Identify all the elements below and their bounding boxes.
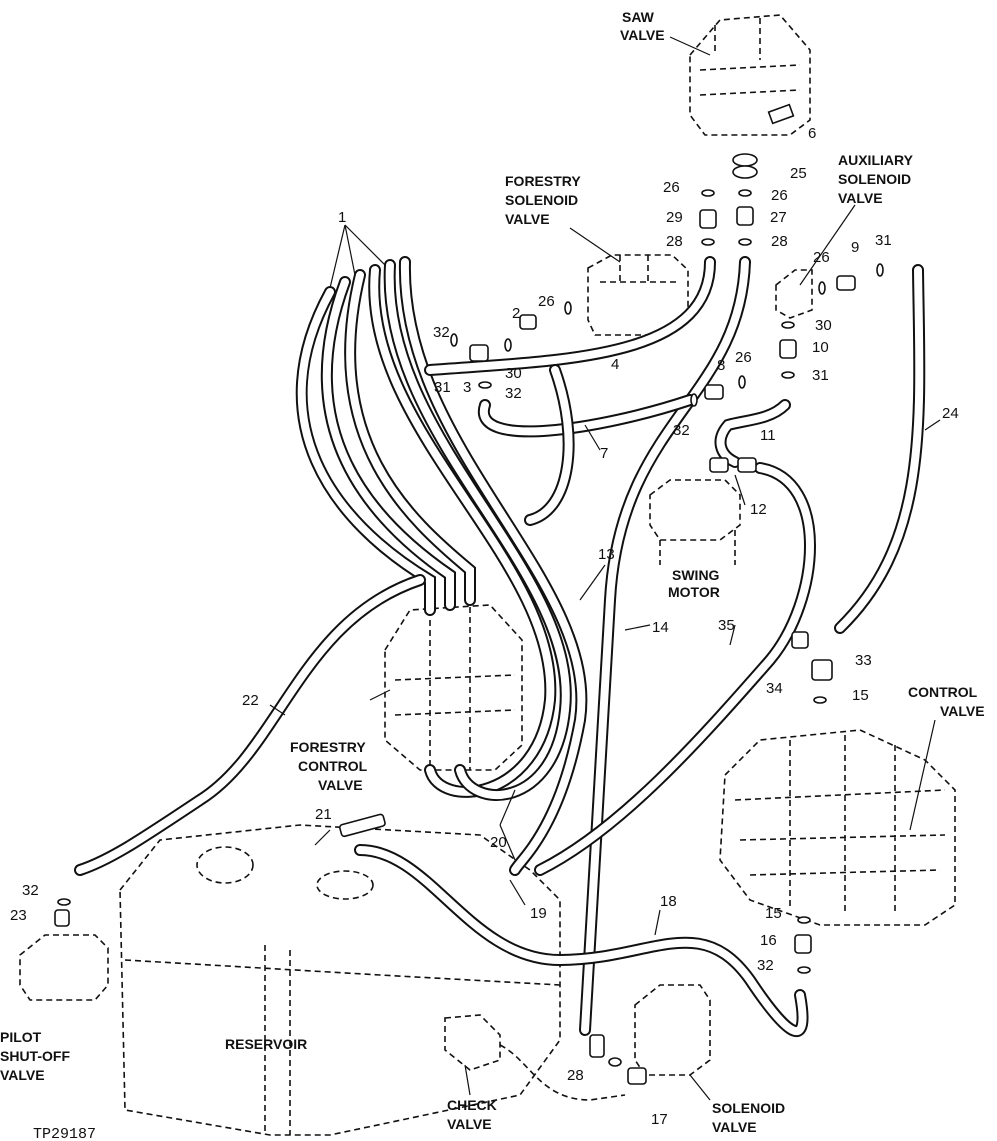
- pilot-shutoff-valve-body: [19, 934, 109, 1001]
- solenoid-valve-label: SOLENOID VALVE: [712, 1100, 789, 1135]
- leader-lines: [269, 36, 941, 1101]
- callout: 35: [718, 617, 735, 634]
- callout: 12: [750, 501, 767, 518]
- auxiliary-solenoid-valve-body: [775, 269, 813, 319]
- reservoir-label: RESERVOIR: [225, 1036, 307, 1052]
- auxiliary-solenoid-valve-label: AUXILIARY SOLENOID VALVE: [838, 152, 917, 206]
- callout: 19: [530, 905, 547, 922]
- callout: 32: [673, 422, 690, 439]
- forestry-control-valve-body: [384, 604, 523, 771]
- callout: 28: [567, 1067, 584, 1084]
- control-valve-body: [719, 729, 956, 926]
- hose-group: [74, 256, 926, 1037]
- callout: 4: [611, 356, 619, 373]
- callout: 23: [10, 907, 27, 924]
- check-valve-body: [444, 1014, 626, 1101]
- callout: 30: [505, 365, 522, 382]
- swing-motor-body: [649, 479, 741, 565]
- callout: 8: [717, 357, 725, 374]
- forestry-solenoid-valve-body: [587, 254, 689, 336]
- callout: 6: [808, 125, 816, 142]
- fittings: [54, 153, 884, 1085]
- callout: 17: [651, 1111, 668, 1128]
- callout: 31: [434, 379, 451, 396]
- callout: 31: [812, 367, 829, 384]
- forestry-solenoid-valve-label: FORESTRY SOLENOID VALVE: [505, 173, 584, 227]
- callout: 14: [652, 619, 669, 636]
- callout: 22: [242, 692, 259, 709]
- callout: 32: [433, 324, 450, 341]
- reservoir-body: [119, 824, 561, 1136]
- callout: 29: [666, 209, 683, 226]
- callout: 1: [338, 209, 346, 226]
- pilot-shutoff-valve-label: PILOT SHUT-OFF VALVE: [0, 1029, 74, 1083]
- solenoid-valve-body: [634, 984, 711, 1076]
- callout: 2: [512, 305, 520, 322]
- callout: 18: [660, 893, 677, 910]
- callout: 11: [760, 427, 776, 444]
- callout: 26: [663, 179, 680, 196]
- callout: 20: [490, 834, 507, 851]
- callout: 32: [757, 957, 774, 974]
- callout: 15: [765, 905, 782, 922]
- figure-id: TP29187: [33, 1126, 96, 1141]
- callout: 26: [538, 293, 555, 310]
- swing-motor-label: SWING MOTOR: [668, 567, 723, 600]
- callout: 27: [770, 209, 787, 226]
- callout: 25: [790, 165, 807, 182]
- callout: 16: [760, 932, 777, 949]
- callout: 32: [505, 385, 522, 402]
- callout-numbers: 1 2 3 4 6 7 8 9 10 11 12 13 14 15 15 16 …: [10, 125, 959, 1128]
- callout: 3: [463, 379, 471, 396]
- callout: 30: [815, 317, 832, 334]
- callout: 26: [735, 349, 752, 366]
- callout: 28: [771, 233, 788, 250]
- callout: 28: [666, 233, 683, 250]
- callout: 9: [851, 239, 859, 256]
- callout: 26: [771, 187, 788, 204]
- callout: 26: [813, 249, 830, 266]
- callout: 31: [875, 232, 892, 249]
- saw-valve-label: SAW VALVE: [620, 9, 665, 43]
- callout: 10: [812, 339, 829, 356]
- callout: 32: [22, 882, 39, 899]
- callout: 13: [598, 546, 615, 563]
- control-valve-label: CONTROL VALVE: [908, 684, 985, 719]
- callout: 21: [315, 806, 332, 823]
- forestry-control-valve-label: FORESTRY CONTROL VALVE: [290, 739, 371, 793]
- callout: 24: [942, 405, 959, 422]
- callout: 34: [766, 680, 783, 697]
- check-valve-label: CHECK VALVE: [447, 1097, 501, 1132]
- callout: 15: [852, 687, 869, 704]
- callout: 33: [855, 652, 872, 669]
- saw-valve-body: [689, 14, 811, 136]
- callout: 7: [600, 445, 608, 462]
